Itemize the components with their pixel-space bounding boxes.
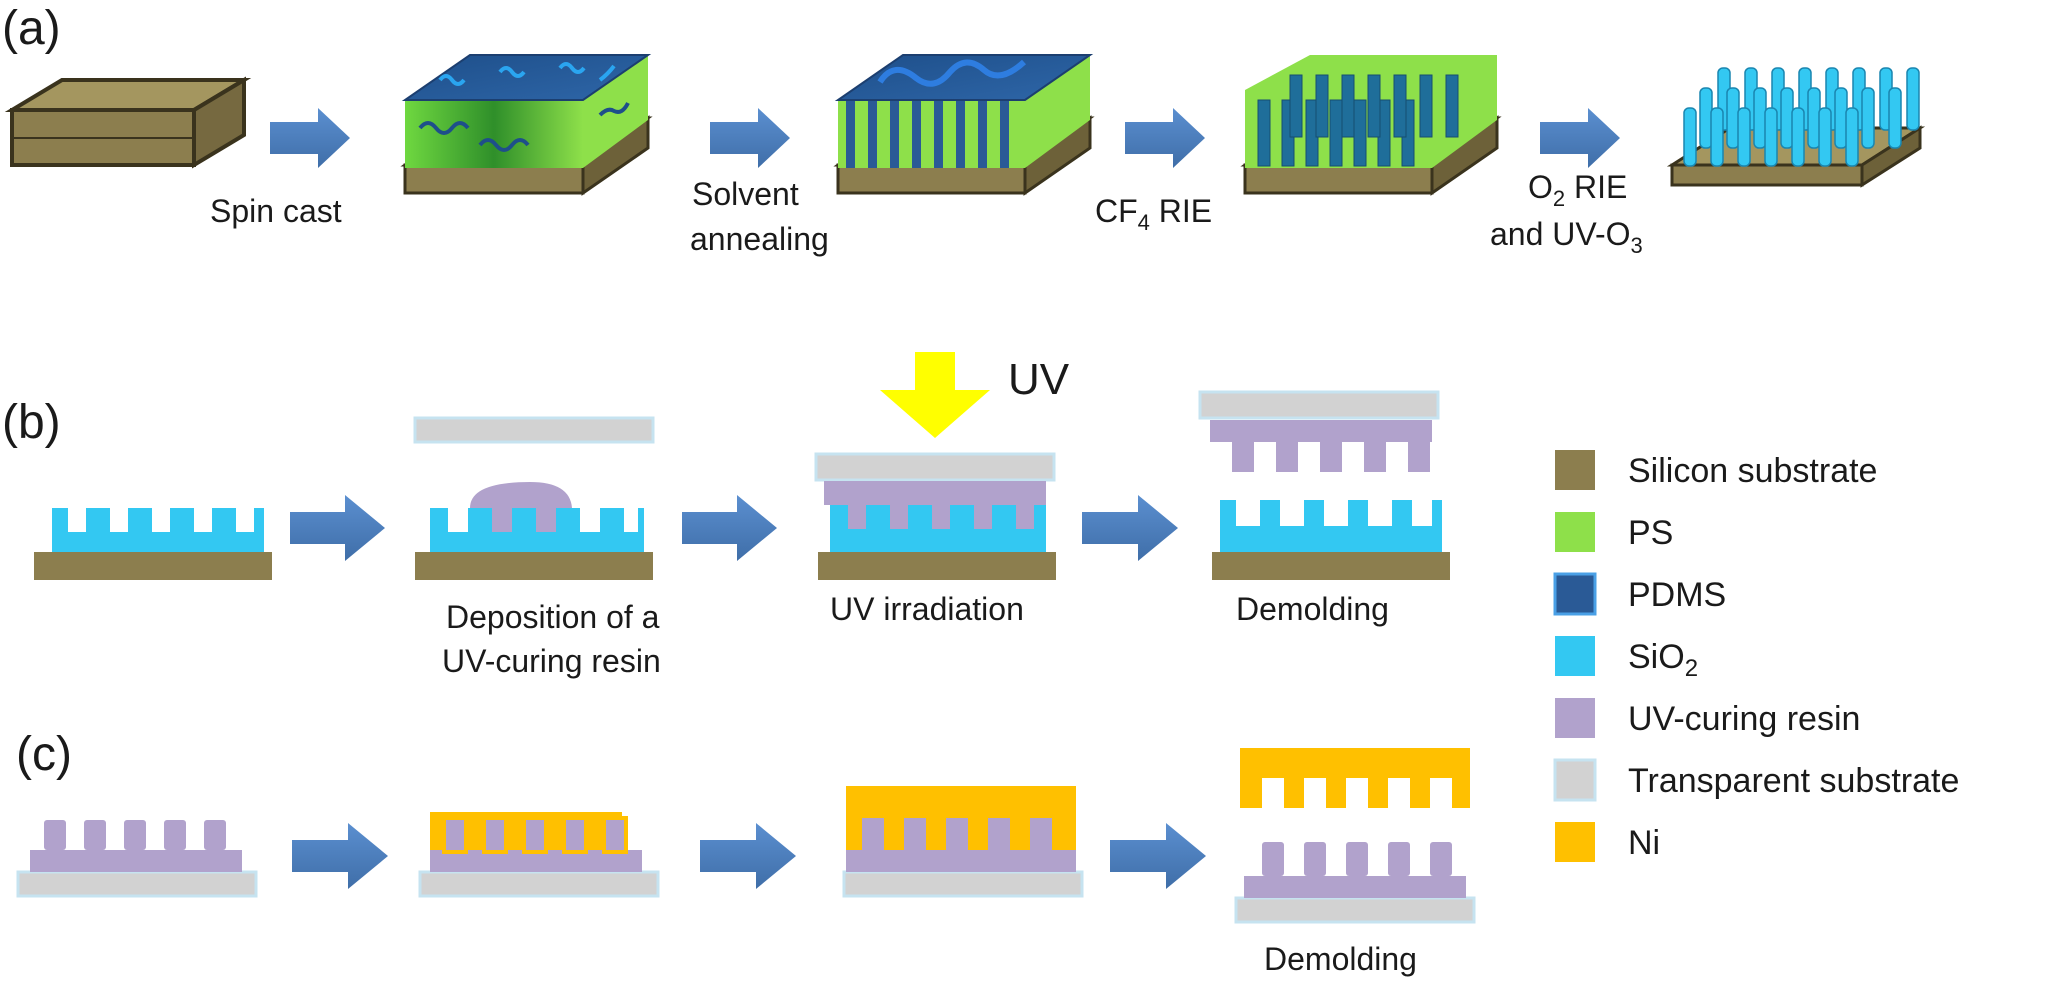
legend-item-ni: Ni [1555,822,1660,862]
svg-text:Ni: Ni [1628,824,1660,862]
block-annealed [833,54,1095,196]
svg-text:UV-curing resin: UV-curing resin [1628,700,1860,738]
c-ni-seed [418,812,660,898]
step-uv-o3: and UV-O3 [1490,216,1643,258]
panel-c-label: (c) [16,728,72,781]
step-cf4-main: CF4 RIE [1095,193,1212,235]
arrow-o2-rie [1540,108,1620,168]
step-spin-cast: Spin cast [210,193,342,229]
arrow-c1 [292,823,388,889]
legend-item-pdms: PDMS [1553,572,1726,616]
step-c-demolding: Demolding [1264,941,1417,977]
b-deposition [413,416,655,580]
b-mold-initial [34,508,272,580]
step-solvent-2: annealing [690,221,829,257]
c-ni-electroplated [842,786,1084,898]
b-irradiation [814,452,1056,580]
step-solvent-1: Solvent [692,176,799,212]
legend: Silicon substrate PS PDMS SiO2 UV-curing… [1553,450,1959,862]
legend-item-sio2: SiO2 [1555,636,1698,682]
step-o2-main: O2 RIE [1528,169,1627,211]
c-demolding [1234,748,1476,924]
step-deposition-2: UV-curing resin [442,643,661,679]
legend-item-resin: UV-curing resin [1555,698,1860,738]
step-irradiation: UV irradiation [830,591,1024,627]
block-cf4-etched [1240,55,1502,196]
uv-label: UV [1008,355,1070,404]
svg-text:Transparent substrate: Transparent substrate [1628,762,1959,800]
arrow-c3 [1110,823,1206,889]
panel-b: (b) Deposition of a UV-curing resin UV [2,352,1450,679]
arrow-spin-cast [270,108,350,168]
arrow-b2 [682,495,777,561]
block-sio2-pillars [1666,67,1926,188]
arrow-c2 [700,823,796,889]
svg-text:SiO2: SiO2 [1628,638,1698,682]
arrow-cf4-rie [1125,108,1205,168]
block-copolymer-film [400,54,653,196]
b-demolding [1198,390,1450,580]
panel-b-label: (b) [2,396,61,449]
c-resin-replica [16,820,258,898]
legend-item-transparent-substrate: Transparent substrate [1553,758,1959,802]
step-deposition-1: Deposition of a [446,599,660,635]
uv-arrow [880,352,990,438]
silicon-wafer-initial [4,76,252,169]
legend-item-ps: PS [1555,512,1673,552]
svg-text:PS: PS [1628,514,1673,552]
panel-c: (c) [16,728,1476,977]
panel-a-label: (a) [2,2,61,55]
svg-text:Silicon substrate: Silicon substrate [1628,452,1877,490]
arrow-solvent-annealing [710,108,790,168]
legend-item-silicon: Silicon substrate [1555,450,1877,490]
arrow-b3 [1082,495,1178,561]
step-b-demolding: Demolding [1236,591,1389,627]
panel-a: (a) Spin cast Solve [2,2,1926,258]
arrow-b1 [290,495,385,561]
svg-text:PDMS: PDMS [1628,576,1726,614]
